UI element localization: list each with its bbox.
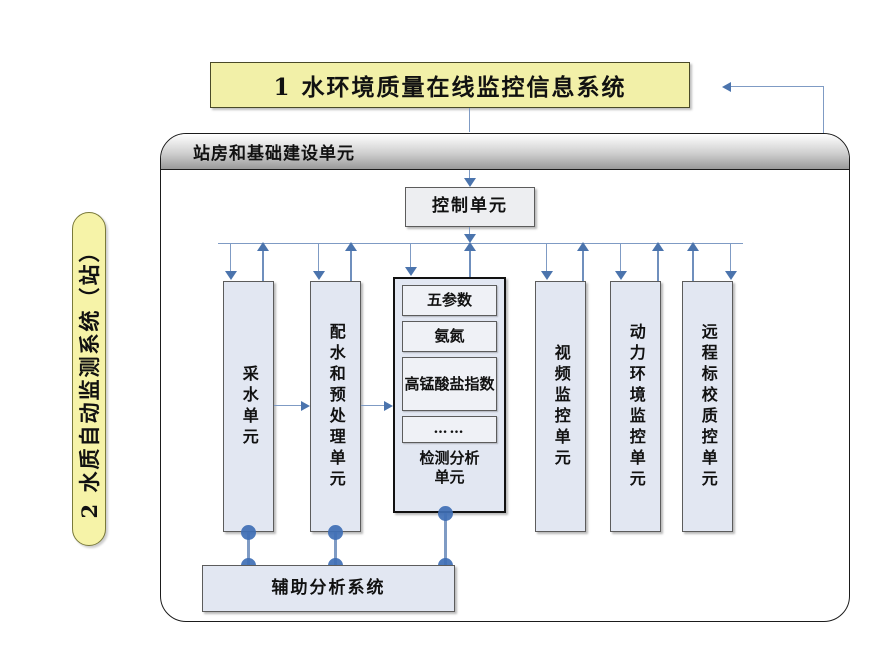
column-box-power-environment-monitoring-unit[interactable]: 动力环境监控单元 [610,281,661,532]
aux-connector-line-1 [247,532,250,566]
title-banner-label: 1 水环境质量在线监控信息系统 [273,74,627,101]
bus-riser-arrow-col2-icon [345,242,357,251]
header-to-control-line [469,170,471,178]
bus-drop-col6 [730,243,732,271]
detection-item-0-label: 五参数 [426,291,472,310]
column-label-water-distribution-pretreatment-unit: 配水和预处理单元 [326,322,346,491]
bus-drop-arrow-col1-icon [224,271,237,280]
flow-arrow-sampling-to-pretreatment-icon [301,400,310,411]
title-to-container-line [469,108,471,132]
aux-connector-dot-top-3 [438,506,453,521]
communication-bus-line [218,243,743,245]
detection-item-3-label: …… [433,420,466,437]
feedback-arrow-icon [722,81,731,92]
detection-analysis-unit-label: 检测分析 单元 [402,449,497,487]
bus-riser-arrow-col4-icon [577,242,589,251]
column-box-water-sampling-unit[interactable]: 采水单元 [223,281,274,532]
bus-riser-arrow-col3-icon [464,242,476,251]
bus-drop-col4 [546,243,548,271]
column-label-video-monitoring-unit: 视频监控单元 [551,343,571,470]
column-label-remote-calibration-qc-unit: 远程标校质控单元 [698,322,718,491]
bus-drop-arrow-col6-icon [724,271,737,280]
bus-drop-col5 [620,243,622,271]
column-label-power-environment-monitoring-unit: 动力环境监控单元 [626,322,646,491]
bus-riser-col5 [657,250,660,281]
bus-drop-arrow-col2-icon [312,271,325,280]
bus-riser-col3 [469,250,472,277]
column-box-remote-calibration-qc-unit[interactable]: 远程标校质控单元 [682,281,733,532]
detection-analysis-unit-box[interactable]: 五参数 氨氮 高锰酸盐指数 …… 检测分析 单元 [393,277,506,513]
bus-drop-col2 [318,243,320,271]
station-container-title: 站房和基础建设单元 [193,144,355,164]
control-unit-label: 控制单元 [432,196,508,217]
detection-item-1-label: 氨氮 [434,327,465,346]
aux-connector-line-2 [334,532,337,566]
flow-line-pretreatment-to-detection [361,405,385,407]
control-to-bus-arrow-icon [463,234,476,243]
bus-riser-col1 [262,250,265,281]
bus-riser-col2 [350,250,353,281]
column-box-water-distribution-pretreatment-unit[interactable]: 配水和预处理单元 [310,281,361,532]
bus-riser-col6 [692,250,695,281]
bus-drop-arrow-col4-icon [540,271,553,280]
column-box-video-monitoring-unit[interactable]: 视频监控单元 [535,281,586,532]
detection-item-2-label: 高锰酸盐指数 [404,374,495,393]
bus-drop-col1 [230,243,232,271]
detection-item-2[interactable]: 高锰酸盐指数 [402,357,497,411]
bus-riser-arrow-col5-icon [652,242,664,251]
aux-connector-dot-top-1 [241,525,256,540]
flow-arrow-pretreatment-to-detection-icon [384,400,393,411]
bus-riser-arrow-col1-icon [257,242,269,251]
bus-drop-arrow-col5-icon [614,271,627,280]
station-container-header: 站房和基础建设单元 [161,134,849,170]
auxiliary-analysis-system-label: 辅助分析系统 [271,577,386,598]
control-unit-box[interactable]: 控制单元 [405,187,535,227]
control-to-bus-line [469,227,471,234]
detection-analysis-unit-label-line2: 单元 [434,467,465,486]
auxiliary-analysis-system-box[interactable]: 辅助分析系统 [202,565,455,612]
bus-drop-col3 [410,243,412,267]
detection-analysis-unit-label-line1: 检测分析 [419,449,480,467]
bus-riser-col4 [582,250,585,281]
aux-connector-dot-top-2 [328,525,343,540]
detection-item-0[interactable]: 五参数 [402,285,497,316]
control-unit-in-arrow-icon [463,178,476,187]
detection-item-1[interactable]: 氨氮 [402,321,497,352]
side-label-text: 2 水质自动监测系统（站） [77,239,102,519]
bus-drop-arrow-col3-icon [404,267,417,276]
feedback-line-horizontal-upper [731,86,824,88]
bus-riser-arrow-col6-icon [687,242,699,251]
flow-line-sampling-to-pretreatment [274,405,301,407]
aux-connector-line-3 [444,513,447,566]
column-label-water-sampling-unit: 采水单元 [239,364,259,449]
title-banner: 1 水环境质量在线监控信息系统 [210,62,690,108]
detection-item-3[interactable]: …… [402,416,497,443]
side-label: 2 水质自动监测系统（站） [72,212,106,546]
